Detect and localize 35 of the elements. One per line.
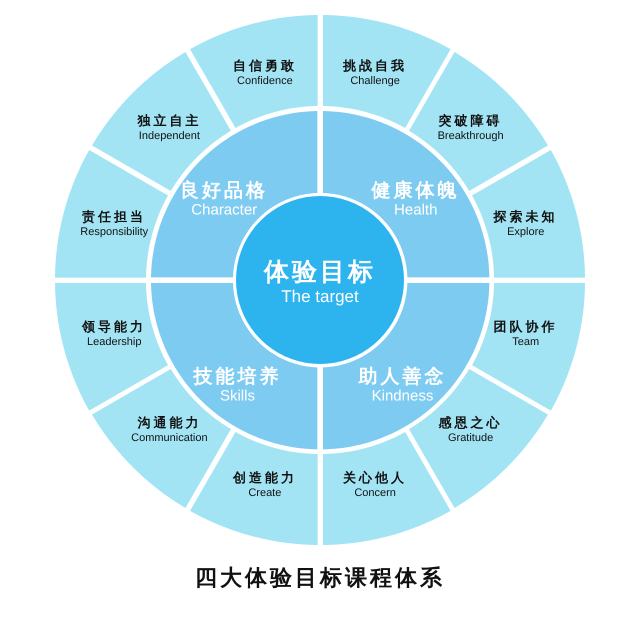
- chinese-label: 团队协作: [494, 321, 558, 336]
- chinese-label: 体验目标: [264, 258, 376, 287]
- title: 四大体验目标课程体系: [195, 565, 445, 590]
- english-label: Health: [394, 202, 438, 220]
- english-label: Breakthrough: [438, 130, 504, 144]
- chinese-label: 领导能力: [82, 321, 146, 336]
- english-label: Skills: [220, 388, 255, 406]
- english-label: Communication: [131, 432, 208, 444]
- english-label: Create: [248, 486, 282, 500]
- chinese-label: 独立自主: [137, 116, 202, 131]
- english-label: Independent: [138, 130, 200, 144]
- chinese-label: 沟通能力: [137, 416, 202, 432]
- chinese-label: 助人善念: [358, 366, 446, 388]
- english-label: Leadership: [87, 336, 142, 349]
- english-label: Kindness: [372, 388, 434, 406]
- chinese-label: 突破障碍: [438, 116, 503, 131]
- chinese-label: 探索未知: [494, 211, 558, 226]
- english-label: Character: [191, 202, 258, 220]
- chinese-label: 创造能力: [232, 472, 297, 487]
- chinese-label: 责任担当: [82, 211, 146, 226]
- chinese-label: 挑战自我: [343, 60, 408, 76]
- chinese-label: 感恩之心: [438, 416, 503, 432]
- chinese-label: 自信勇敢: [232, 60, 297, 76]
- english-label: Concern: [354, 486, 396, 500]
- chinese-label: 技能培养: [193, 366, 282, 388]
- english-label: Confidence: [237, 75, 293, 88]
- english-label: Challenge: [350, 75, 400, 88]
- english-label: Explore: [507, 226, 544, 239]
- english-label: Responsibility: [80, 226, 148, 239]
- chinese-label: 健康体魄: [372, 180, 460, 202]
- english-label: The target: [281, 286, 359, 306]
- english-label: Gratitude: [448, 432, 494, 444]
- chinese-label: 关心他人: [343, 472, 408, 487]
- chinese-label: 良好品格: [180, 180, 268, 202]
- english-label: Team: [512, 336, 540, 349]
